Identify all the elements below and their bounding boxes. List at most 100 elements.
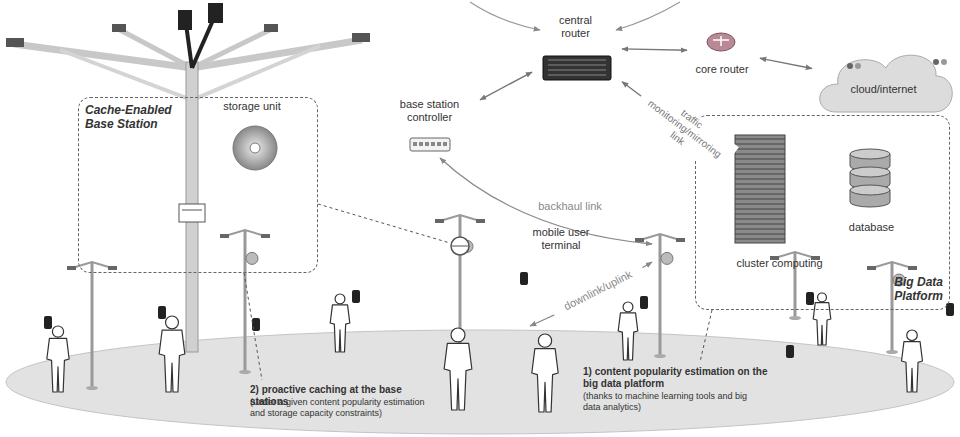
user-dot [933,59,939,65]
unit-line [182,210,202,211]
controller-node: base station controller [385,96,477,156]
cluster-icon [735,135,785,243]
lamp [6,38,24,47]
incoming-arrow [616,2,680,30]
lamp [635,238,644,242]
connector [622,49,687,50]
db-top [850,167,890,177]
node-label: Big Data Platform [873,275,943,303]
annotation-text: 1) content popularity estimation on the … [583,366,768,390]
router-stripe [548,60,606,61]
leader-line [318,204,450,243]
router-node: central router [535,12,619,84]
annotation-text: downlink/uplink [550,262,645,319]
lamp-arm [872,262,912,268]
db-top [850,185,890,195]
cloud-shape [820,55,953,112]
person-head [451,328,465,342]
router-stripe [548,75,606,76]
person [532,349,558,412]
port [413,142,417,146]
node-label: base station controller [390,98,470,124]
lamp [112,24,126,32]
person-head [335,294,345,304]
port [443,142,447,146]
lamp [108,266,117,270]
mobile-phone [946,303,954,316]
router-arrows [713,36,729,46]
leader-line [700,310,712,362]
antenna [208,3,223,23]
antenna-mast [186,24,192,68]
lamp [264,24,278,32]
person [330,305,350,352]
lamp-arm [225,230,265,236]
lamp-pole [891,262,894,352]
node-label: core router [695,63,750,76]
db-top [850,149,890,159]
mobile-phone [158,306,166,319]
person-head [52,326,63,337]
lamp [67,266,76,270]
base-station-ring [451,237,469,255]
lamp [435,219,444,223]
cloud-node: cloud/internet [815,52,955,114]
mobile-phone [640,296,648,309]
node-label: cloud/internet [850,83,918,96]
mobile-phone [786,345,794,358]
radio-arrow [530,262,652,326]
pole-base [886,350,898,354]
storage-disc [233,126,277,170]
core-router-node: core router [690,24,757,78]
antenna [178,10,192,30]
incoming-arrow [470,2,540,30]
core-router-icon [707,33,735,51]
small-cell [246,252,258,264]
router-stripe [548,65,606,66]
router-icon [543,56,611,80]
lamp-pole [659,234,662,356]
user-dot [847,63,853,69]
pole-base [789,316,801,320]
connector [480,72,532,100]
pole-base [239,370,251,374]
pole-base [86,386,98,390]
annotation-text: backhaul link [530,200,610,213]
connector [760,58,812,68]
annotation-text: (under a given content popularity estima… [250,397,438,419]
user-dot [941,59,947,65]
node-label: database [848,221,895,234]
lamp [867,266,876,270]
mobile-phone [806,292,814,305]
router-stripe [548,70,606,71]
lamp [908,266,917,270]
lamp-pole [244,230,247,372]
person-head [623,302,633,312]
person [902,342,923,392]
port [431,142,435,146]
annotation-text: storage unit [212,100,292,113]
ring-line [452,246,468,247]
leader-line [244,273,262,380]
person [47,338,69,392]
pole-arm [192,30,270,68]
node-label: Cache-Enabled Base Station [85,103,180,131]
person-head [538,334,551,347]
user-dot [855,63,861,69]
person-head [907,330,918,341]
annotation-text: (thanks to machine learning tools and bi… [583,391,761,413]
mobile-phone [520,272,528,285]
person [159,330,185,392]
disc-hole [250,143,260,153]
small-cell [661,252,673,264]
dashed-region: Cache-Enabled Base Station [78,97,318,273]
base-station-unit [179,204,205,222]
lamp-arm [440,215,480,221]
node-label: central router [551,14,601,40]
person-head [166,316,179,329]
lamp [261,234,270,238]
port [425,142,429,146]
cluster-node: cluster computing [726,130,836,272]
